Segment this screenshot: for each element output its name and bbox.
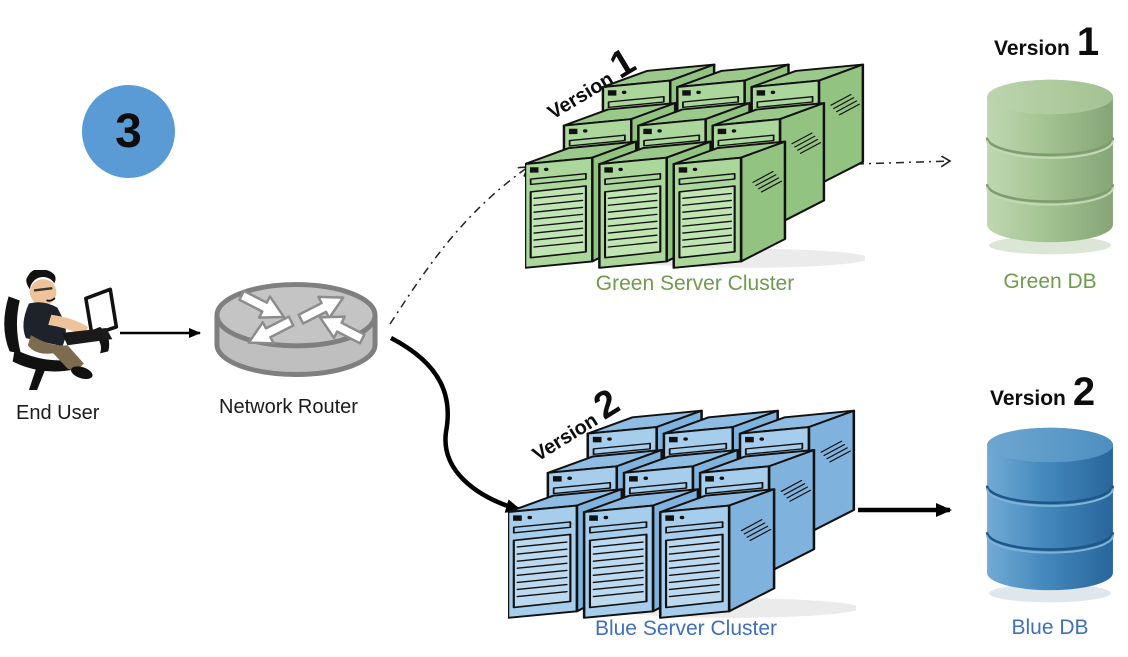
end-user-icon: [4, 270, 119, 390]
blue-db-icon: [985, 427, 1115, 603]
green-cluster-label: Green Server Cluster: [595, 272, 795, 295]
blue-db-version-label: Version 2: [990, 370, 1096, 414]
green-db-version-label: Version 1: [994, 20, 1100, 64]
network-router-label: Network Router: [219, 396, 358, 418]
blue-cluster-label: Blue Server Cluster: [594, 617, 778, 640]
blue-db-label: Blue DB: [1011, 616, 1089, 639]
network-router-icon: [214, 282, 378, 377]
arrow-router-to-blue-cluster: [389, 336, 522, 513]
green-server-cluster-icon: [525, 63, 865, 270]
step-number-badge: 3: [82, 85, 175, 178]
end-user-label: End User: [16, 402, 100, 424]
blue-server-cluster-icon: [508, 409, 856, 620]
arrow-router-to-green-cluster: [389, 167, 528, 325]
step-number: 3: [115, 105, 142, 158]
arrow-green-cluster-to-green-db: [855, 161, 950, 164]
green-db-icon: [985, 79, 1115, 255]
green-db-label: Green DB: [1003, 270, 1097, 293]
